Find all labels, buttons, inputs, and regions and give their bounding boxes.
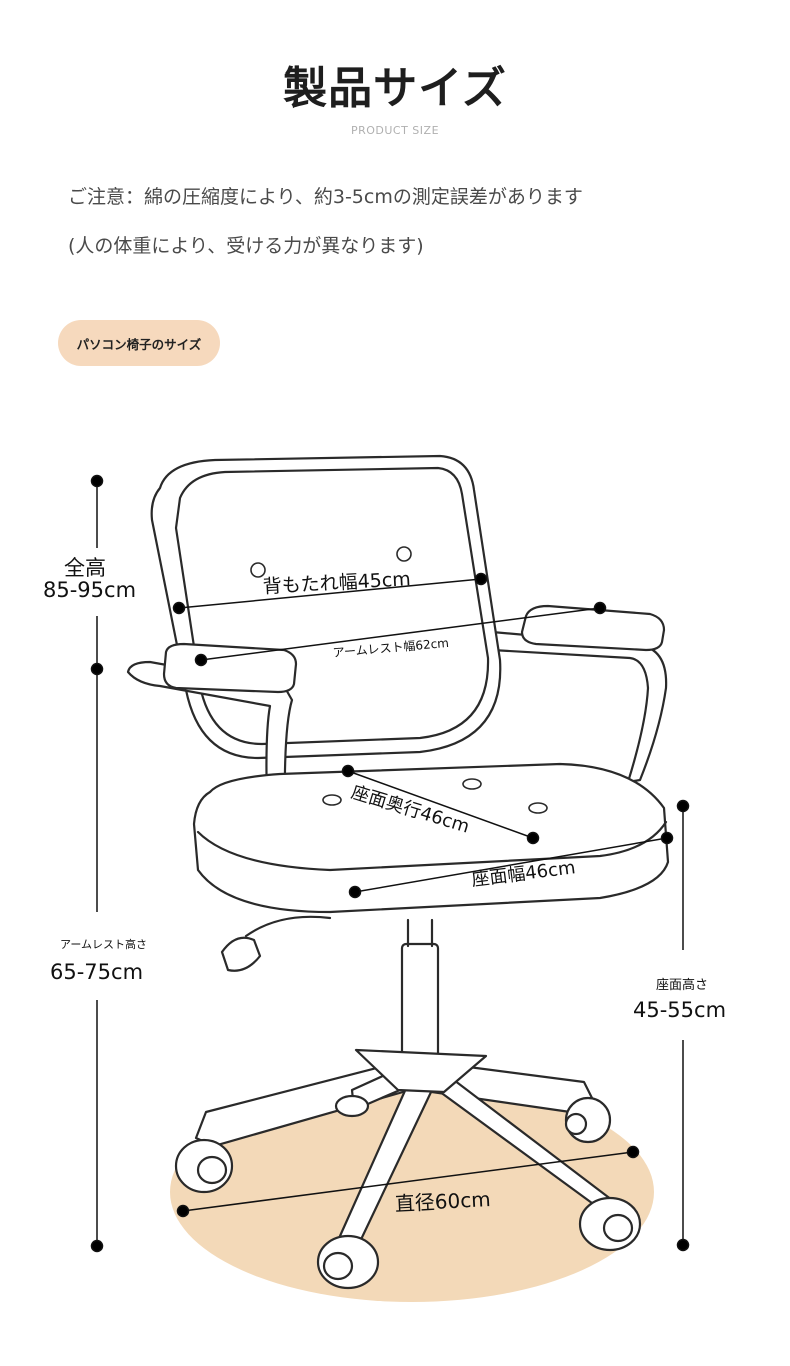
- diameter-label: 直径60cm: [394, 1186, 492, 1216]
- measure-dot: [90, 474, 104, 488]
- chair-right-armrest: [520, 604, 666, 652]
- back-button: [250, 562, 266, 578]
- measure-dot: [348, 885, 362, 899]
- chair-caster-back-right: [564, 1096, 612, 1144]
- chair-caster-front: [316, 1234, 380, 1290]
- page-title: 製品サイズ: [283, 63, 507, 114]
- measure-dot: [474, 572, 488, 586]
- measure-dot: [172, 601, 186, 615]
- measure-dot: [90, 1239, 104, 1253]
- armrest-height-label: アームレスト高さ: [60, 938, 148, 951]
- chair-lever-handle: [220, 936, 262, 972]
- armrest-width-line: [200, 607, 601, 661]
- total-height-label: 全高: [64, 556, 106, 580]
- chair-backrest: [150, 454, 502, 760]
- measure-dot: [90, 662, 104, 676]
- chair-base-hub: [354, 1048, 488, 1094]
- measure-dot: [526, 831, 540, 845]
- seat-height-value: 45-55cm: [633, 998, 727, 1022]
- floor-shadow: [170, 1082, 654, 1302]
- chair-lever: [244, 915, 332, 938]
- chair-left-armrest: [162, 642, 298, 694]
- measure-dot: [341, 764, 355, 778]
- measure-dot: [176, 1204, 190, 1218]
- diameter-line: [182, 1151, 634, 1212]
- measure-dot: [626, 1145, 640, 1159]
- measure-dot: [676, 1238, 690, 1252]
- measurement-note: ご注意：綿の圧縮度により、約3-5cmの測定誤差があります: [68, 186, 583, 208]
- total-height-value: 85-95cm: [43, 578, 137, 602]
- weight-note: (人の体重により、受ける力が異なります): [68, 235, 424, 257]
- chair-gas-cylinder: [400, 942, 440, 1070]
- chair-caster-right: [578, 1196, 642, 1252]
- chair-seat: [192, 762, 670, 914]
- seat-button: [462, 778, 482, 790]
- measure-dot: [676, 799, 690, 813]
- measure-dot: [593, 601, 607, 615]
- backrest-width-line: [178, 578, 482, 609]
- chair-right-arm-frame: [490, 630, 668, 784]
- chair-backrest-inner: [174, 466, 490, 746]
- seat-height-label: 座面高さ: [656, 978, 709, 993]
- seat-depth-line: [347, 770, 534, 839]
- seat-width-line: [354, 837, 668, 893]
- back-button: [396, 546, 412, 562]
- chair-caster-left: [174, 1138, 234, 1194]
- measure-dot: [194, 653, 208, 667]
- page-subtitle: PRODUCT SIZE: [350, 124, 440, 137]
- measure-dot: [660, 831, 674, 845]
- seat-button: [322, 794, 342, 806]
- section-tag: パソコン椅子のサイズ: [58, 320, 220, 366]
- seat-button: [528, 802, 548, 814]
- chair-cylinder-top: [406, 918, 434, 948]
- chair-seat-piping: [196, 820, 668, 872]
- chair-caster-back-left: [334, 1094, 370, 1118]
- armrest-height-value: 65-75cm: [50, 960, 144, 984]
